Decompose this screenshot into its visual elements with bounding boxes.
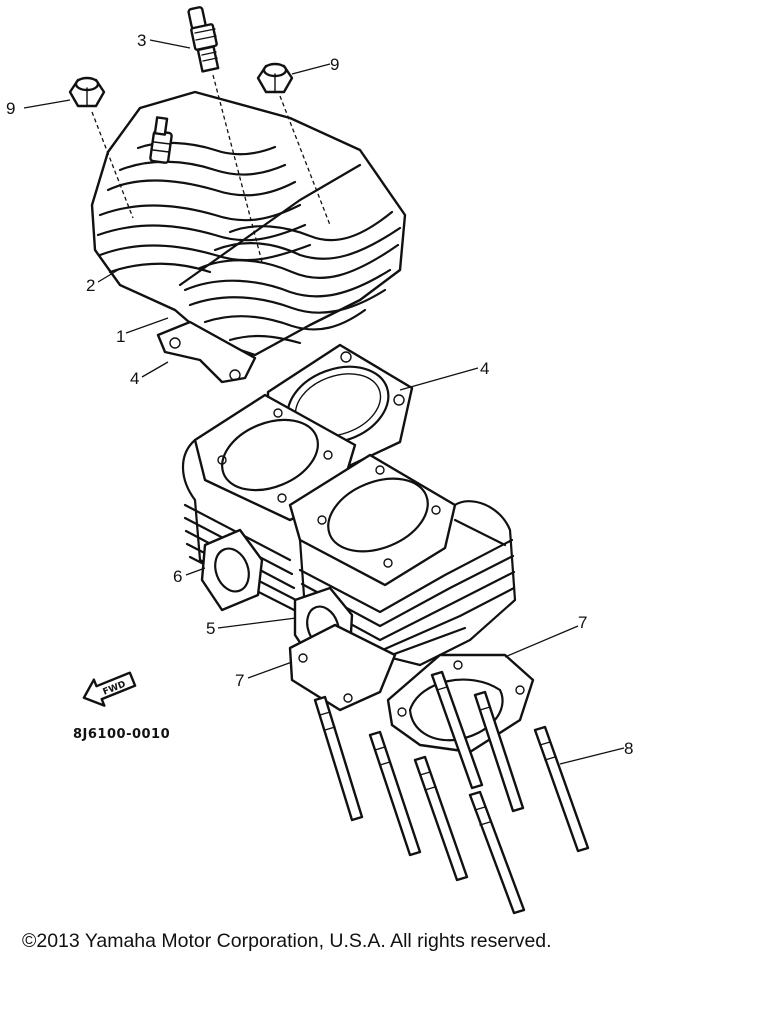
cap-nut-left: [68, 76, 134, 219]
base-gasket-left: [288, 623, 397, 712]
callout-labels: 1 2 3 4 4 5 6 7 7 8 9 9: [6, 31, 633, 758]
callout-7-left: 7: [235, 671, 244, 690]
spark-plug: [187, 6, 263, 263]
cylinder-studs: [313, 670, 590, 915]
diagram-reference-code: 8J6100-0010: [73, 727, 170, 742]
forward-arrow-icon: FWD: [82, 671, 137, 707]
callout-9-left: 9: [6, 99, 15, 118]
callout-4-lower: 4: [130, 369, 139, 388]
callout-5: 5: [206, 619, 215, 638]
callout-9-right: 9: [330, 55, 339, 74]
callout-7-right: 7: [578, 613, 587, 632]
callout-8: 8: [624, 739, 633, 758]
cap-nut-right: [256, 62, 331, 226]
copyright-notice: ©2013 Yamaha Motor Corporation, U.S.A. A…: [22, 930, 552, 952]
callout-4-upper: 4: [480, 359, 489, 378]
callout-3: 3: [137, 31, 146, 50]
callout-6: 6: [173, 567, 182, 586]
leader-lines: [23, 39, 625, 765]
callout-1: 1: [116, 327, 125, 346]
callout-2: 2: [86, 276, 95, 295]
cylinder-head: [90, 90, 407, 384]
